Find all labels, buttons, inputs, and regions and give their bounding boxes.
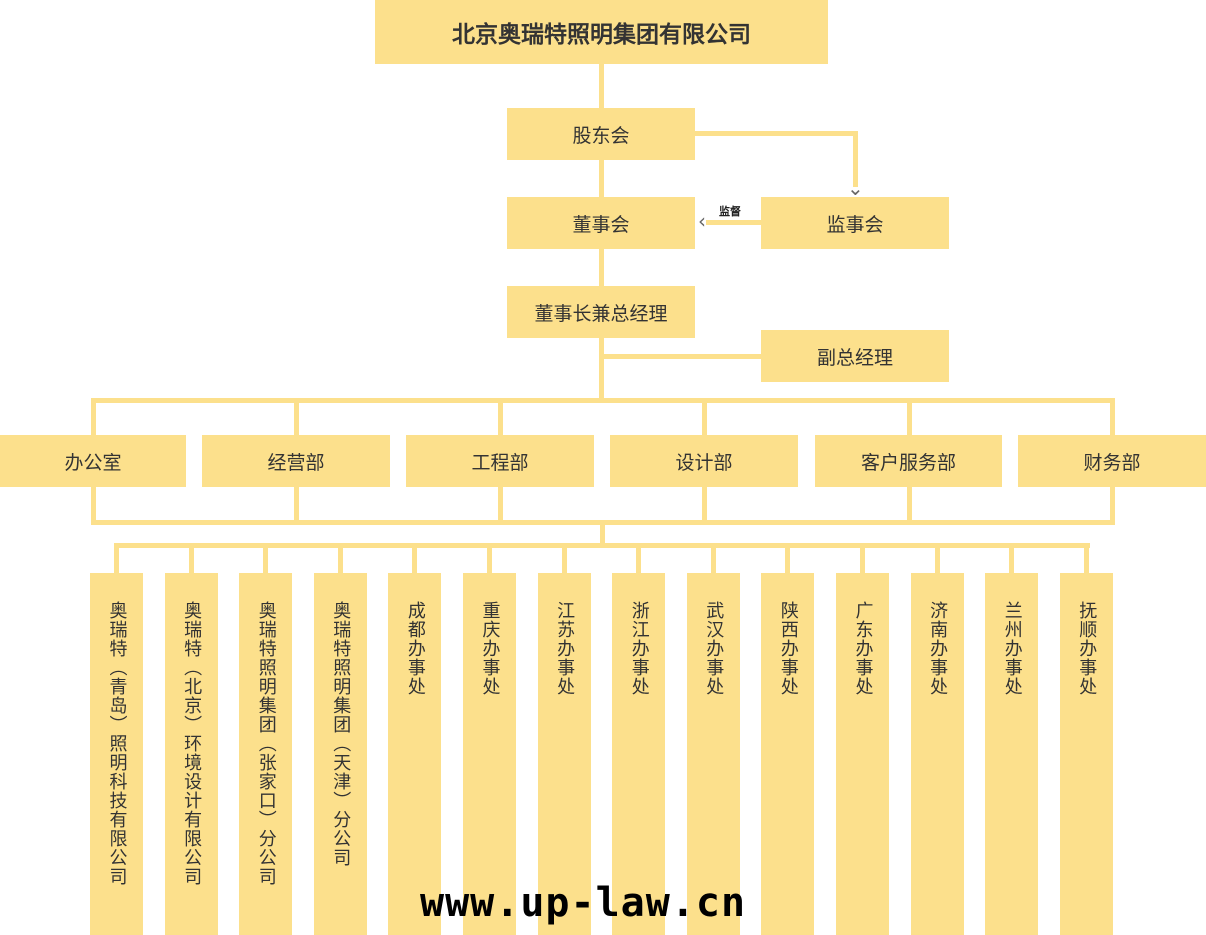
supervise-label: 监督 bbox=[719, 203, 741, 219]
department-box: 客户服务部 bbox=[815, 435, 1002, 487]
branch-box: 江苏办事处 bbox=[537, 573, 591, 935]
connector bbox=[695, 131, 858, 136]
arrow-down-icon: ⌄ bbox=[847, 176, 864, 200]
connector bbox=[706, 220, 761, 225]
connector bbox=[785, 543, 791, 573]
department-box: 经营部 bbox=[202, 435, 390, 487]
watermark: www.up-law.cn bbox=[420, 880, 747, 926]
branch-box: 浙江办事处 bbox=[612, 573, 666, 935]
connector bbox=[934, 543, 940, 573]
branch-label: 抚顺办事处 bbox=[1076, 601, 1098, 696]
connector bbox=[412, 543, 418, 573]
connector bbox=[860, 543, 865, 573]
vice-manager-box: 副总经理 bbox=[761, 330, 949, 382]
branch-label: 广东办事处 bbox=[852, 601, 874, 696]
branch-box: 武汉办事处 bbox=[686, 573, 740, 935]
branch-label: 奥瑞特（青岛）照明科技有限公司 bbox=[106, 601, 128, 886]
connector bbox=[114, 543, 119, 573]
supervisors-box: 监事会 bbox=[761, 197, 949, 249]
department-box: 财务部 bbox=[1018, 435, 1206, 487]
branch-box: 奥瑞特照明集团（张家口）分公司 bbox=[239, 573, 293, 935]
connector bbox=[561, 543, 567, 573]
branch-box: 济南办事处 bbox=[910, 573, 964, 935]
branch-box: 奥瑞特（北京）环境设计有限公司 bbox=[164, 573, 218, 935]
branch-box: 陕西办事处 bbox=[761, 573, 815, 935]
connector bbox=[600, 520, 605, 546]
connector bbox=[114, 543, 1090, 548]
company-box: 北京奥瑞特照明集团有限公司 bbox=[375, 0, 828, 64]
branch-label: 奥瑞特照明集团（张家口）分公司 bbox=[255, 601, 277, 886]
branch-label: 兰州办事处 bbox=[1001, 601, 1023, 696]
branch-label: 奥瑞特（北京）环境设计有限公司 bbox=[181, 601, 203, 886]
connector bbox=[263, 543, 269, 573]
department-box: 设计部 bbox=[610, 435, 798, 487]
branch-label: 陕西办事处 bbox=[777, 601, 799, 696]
branch-box: 广东办事处 bbox=[836, 573, 889, 935]
connector bbox=[1009, 543, 1015, 573]
department-box: 办公室 bbox=[0, 435, 186, 487]
branch-label: 浙江办事处 bbox=[628, 601, 650, 696]
connector bbox=[636, 543, 642, 573]
connector bbox=[1083, 543, 1089, 573]
branch-box: 抚顺办事处 bbox=[1059, 573, 1113, 935]
branch-label: 武汉办事处 bbox=[703, 601, 725, 696]
chairman-box: 董事长兼总经理 bbox=[507, 286, 695, 338]
connector bbox=[337, 543, 343, 573]
department-box: 工程部 bbox=[406, 435, 594, 487]
branch-box: 奥瑞特（青岛）照明科技有限公司 bbox=[90, 573, 143, 935]
branch-label: 江苏办事处 bbox=[554, 601, 576, 696]
branch-box: 奥瑞特照明集团（天津）分公司 bbox=[313, 573, 367, 935]
connector bbox=[91, 398, 1115, 403]
board-box: 董事会 bbox=[507, 197, 695, 249]
branch-box: 兰州办事处 bbox=[985, 573, 1039, 935]
connector bbox=[188, 543, 194, 573]
connector bbox=[487, 543, 492, 573]
connector bbox=[710, 543, 716, 573]
branch-box: 成都办事处 bbox=[388, 573, 442, 935]
connector bbox=[601, 354, 761, 359]
arrow-left-icon: ‹ bbox=[698, 209, 706, 233]
branch-label: 重庆办事处 bbox=[479, 601, 501, 696]
branch-box: 重庆办事处 bbox=[463, 573, 516, 935]
connector bbox=[853, 131, 858, 187]
branch-label: 济南办事处 bbox=[927, 601, 949, 696]
branch-label: 奥瑞特照明集团（天津）分公司 bbox=[330, 601, 352, 867]
branch-label: 成都办事处 bbox=[404, 601, 426, 696]
shareholders-box: 股东会 bbox=[507, 108, 695, 160]
